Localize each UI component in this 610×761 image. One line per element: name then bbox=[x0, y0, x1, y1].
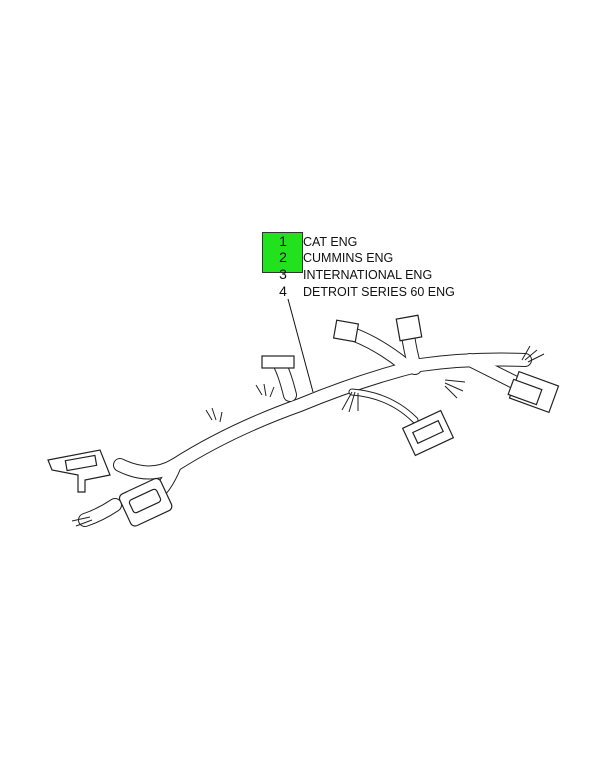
leader-line bbox=[287, 298, 314, 393]
legend-item[interactable]: 4 DETROIT SERIES 60 ENG bbox=[270, 283, 455, 299]
legend-item[interactable]: 3 INTERNATIONAL ENG bbox=[270, 266, 432, 282]
legend-label: DETROIT SERIES 60 ENG bbox=[303, 285, 455, 299]
legend-item[interactable]: 1 CAT ENG bbox=[270, 233, 357, 249]
legend-item[interactable]: 2 CUMMINS ENG bbox=[270, 249, 393, 265]
legend-label: CUMMINS ENG bbox=[303, 251, 394, 265]
legend-number: 3 bbox=[279, 266, 287, 282]
connectors bbox=[47, 314, 560, 527]
legend-number: 1 bbox=[279, 233, 287, 249]
legend-label: CAT ENG bbox=[303, 235, 358, 249]
legend-label: INTERNATIONAL ENG bbox=[303, 268, 433, 282]
legend-number: 2 bbox=[279, 249, 287, 265]
harness-body bbox=[78, 328, 537, 527]
wire-ends bbox=[71, 345, 545, 527]
highlight-box bbox=[262, 232, 303, 273]
legend-number: 4 bbox=[279, 283, 287, 299]
